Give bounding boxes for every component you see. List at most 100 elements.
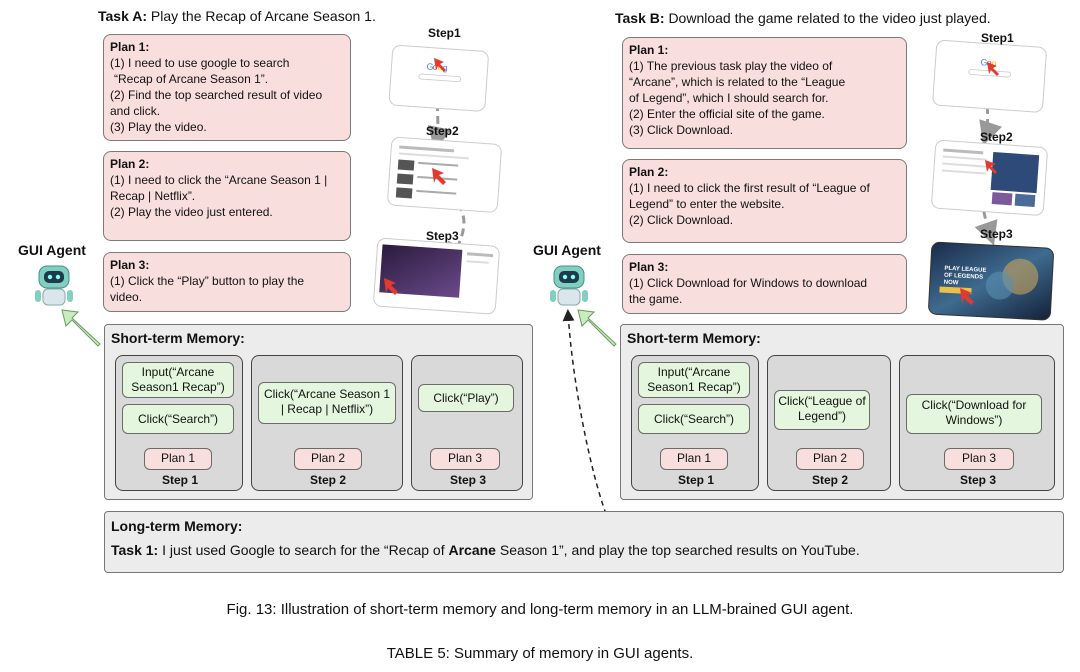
robot-icon (550, 265, 588, 306)
stm-title: Short-term Memory: (627, 330, 761, 346)
figure-caption: Fig. 13: Illustration of short-term memo… (226, 601, 854, 618)
plan-pill: Plan 3 (944, 448, 1014, 470)
memory-to-agent-arrow (61, 309, 101, 347)
short-term-memory-a: Short-term Memory: Input(“Arcane Season1… (104, 324, 533, 500)
plan-line: (1) I need to use google to search (110, 56, 290, 70)
svg-text:G: G (426, 61, 434, 71)
task-b-title: Task B: Download the game related to the… (615, 10, 991, 26)
plan-card: Plan 1: (1) The previous task play the v… (622, 37, 907, 149)
ltm-text: Season 1”, and play the top searched res… (495, 542, 860, 558)
action-input: Input(“Arcane Season1 Recap”) (638, 362, 750, 398)
action-click: Click(“Search”) (122, 404, 234, 434)
gui-agent-label: GUI Agent (18, 242, 86, 258)
screenshot-video-player (373, 238, 500, 315)
plan-line: “Arcane”, which is related to the “Leagu… (629, 75, 846, 89)
action-click: Click(“Arcane Season 1 | Recap | Netflix… (258, 382, 396, 424)
step-label: Step3 (426, 229, 459, 243)
memory-step: Click(“Play”) Plan 3 Step 3 (411, 355, 523, 491)
svg-text:g: g (442, 63, 448, 73)
ltm-task-label: Task 1: (111, 542, 159, 558)
ltm-to-agent-arrow (562, 309, 607, 515)
plan-heading: Plan 3: (629, 260, 669, 274)
screenshot-google-search: G o o (932, 40, 1047, 113)
step-label: Step1 (428, 26, 461, 40)
task-a-label: Task A: (98, 8, 148, 24)
ltm-content: Task 1: I just used Google to search for… (111, 542, 860, 558)
plan-line: (1) Click Download for Windows to downlo… (629, 276, 868, 290)
step-label: Step2 (980, 130, 1013, 144)
step-path (439, 183, 470, 268)
svg-text:o: o (986, 58, 992, 68)
action-click: Click(“Search”) (638, 404, 750, 434)
plan-line: Recap | Netflix”. (110, 189, 196, 203)
screenshot-game-site (928, 241, 1054, 321)
step-label: Step3 (980, 227, 1013, 241)
short-term-memory-b: Short-term Memory: Input(“Arcane Season1… (620, 324, 1064, 500)
action-click: Click(“Download for Windows”) (906, 394, 1042, 434)
plan-line: “Recap of Arcane Season 1”. (114, 72, 269, 86)
plan-line: (3) Play the video. (110, 120, 207, 134)
task-b-text: Download the game related to the video j… (668, 10, 991, 26)
memory-step: Click(“Download for Windows”) Plan 3 Ste… (899, 355, 1055, 491)
plan-pill: Plan 1 (144, 448, 212, 470)
step-label: Step1 (981, 31, 1014, 45)
step-caption: Step 3 (449, 473, 486, 487)
plan-heading: Plan 2: (629, 165, 669, 179)
task-a-text: Play the Recap of Arcane Season 1. (150, 8, 376, 24)
plan-card: Plan 3: (1) Click the “Play” button to p… (103, 252, 351, 312)
plan-heading: Plan 2: (110, 157, 150, 171)
step-caption: Step 1 (677, 473, 714, 487)
plan-line: (3) Click Download. (629, 123, 734, 137)
plan-line: (2) Play the video just entered. (110, 205, 273, 219)
plan-line: the game. (629, 292, 683, 306)
stm-title: Short-term Memory: (111, 330, 245, 346)
action-input: Input(“Arcane Season1 Recap”) (122, 362, 234, 398)
plan-line: (2) Find the top searched result of vide… (110, 88, 323, 102)
plan-heading: Plan 1: (110, 40, 150, 54)
plan-card: Plan 1: (1) I need to use google to sear… (103, 34, 351, 141)
plan-line: (1) I need to click the first result of … (629, 181, 870, 195)
step-caption: Step 2 (811, 473, 848, 487)
plan-pill: Plan 2 (796, 448, 864, 470)
step-label: Step2 (426, 124, 459, 138)
plan-line: of Legend”, which I should search for. (629, 91, 829, 105)
svg-text:o: o (432, 62, 438, 72)
table-caption: TABLE 5: Summary of memory in GUI agents… (386, 645, 694, 662)
game-banner-text: PLAY LEAGUE OF LEGENDS NOW (943, 265, 987, 287)
plan-pill: Plan 1 (660, 448, 728, 470)
step-caption: Step 2 (309, 473, 346, 487)
gui-agent-label: GUI Agent (533, 242, 601, 258)
action-click: Click(“League of Legend”) (774, 390, 870, 430)
step-caption: Step 1 (161, 473, 198, 487)
svg-text:o: o (991, 58, 997, 68)
plan-heading: Plan 1: (629, 43, 669, 57)
plan-heading: Plan 3: (110, 258, 150, 272)
ltm-title: Long-term Memory: (111, 518, 243, 534)
ltm-text: I just used Google to search for the “Re… (162, 542, 449, 558)
memory-step: Input(“Arcane Season1 Recap”) Click(“Sea… (631, 355, 759, 491)
plan-line: (2) Enter the official site of the game. (629, 107, 825, 121)
plan-line: video. (110, 290, 143, 304)
plan-line: (2) Click Download. (629, 213, 734, 227)
memory-to-agent-arrow (577, 309, 617, 347)
plan-line: (1) The previous task play the video of (629, 59, 833, 73)
ltm-bold: Arcane (448, 542, 496, 558)
screenshot-google-search: G o o g (388, 45, 489, 112)
plan-line: (1) Click the “Play” button to play the (110, 274, 305, 288)
screenshot-search-results (931, 140, 1048, 216)
memory-step: Input(“Arcane Season1 Recap”) Click(“Sea… (115, 355, 243, 491)
memory-step: Click(“League of Legend”) Plan 2 Step 2 (767, 355, 891, 491)
task-b-label: Task B: (615, 10, 665, 26)
screenshot-search-results (387, 137, 502, 213)
long-term-memory: Long-term Memory: Task 1: I just used Go… (104, 511, 1064, 573)
plan-line: (1) I need to click the “Arcane Season 1… (110, 173, 328, 187)
plan-card: Plan 2: (1) I need to click the “Arcane … (103, 151, 351, 241)
action-click: Click(“Play”) (418, 384, 514, 412)
plan-line: Legend” to enter the website. (629, 197, 785, 211)
plan-card: Plan 2: (1) I need to click the first re… (622, 159, 907, 243)
plan-line: and click. (110, 104, 161, 118)
svg-text:G: G (980, 57, 988, 67)
step-caption: Step 3 (959, 473, 996, 487)
plan-pill: Plan 2 (294, 448, 362, 470)
